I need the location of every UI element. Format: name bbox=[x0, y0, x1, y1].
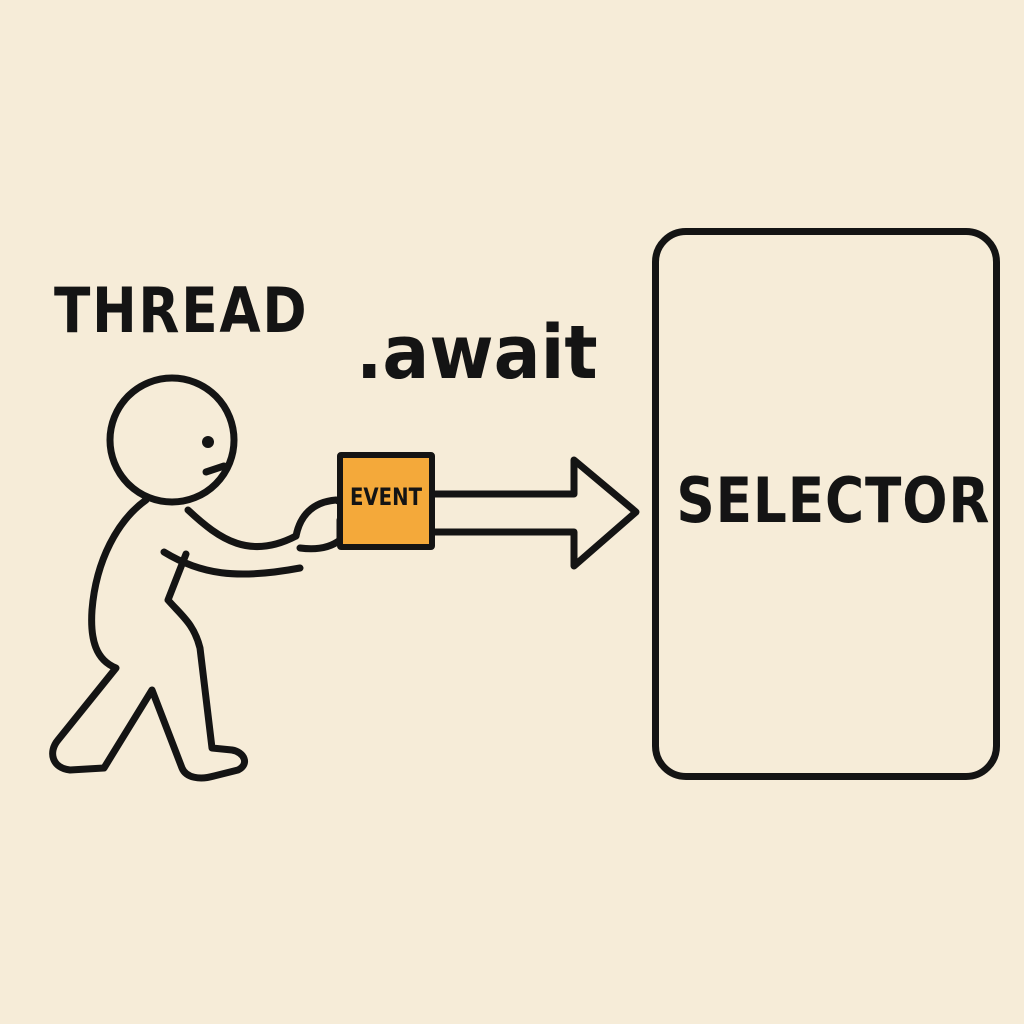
selector-label: SELECTOR bbox=[676, 464, 991, 537]
selector-box bbox=[652, 228, 1000, 780]
event-label: EVENT bbox=[349, 483, 423, 511]
thread-label: THREAD bbox=[54, 274, 309, 347]
event-box bbox=[337, 452, 435, 550]
stick-figure-icon bbox=[49, 374, 350, 782]
right-arrow-icon bbox=[431, 456, 640, 570]
await-label: .await bbox=[356, 310, 598, 396]
